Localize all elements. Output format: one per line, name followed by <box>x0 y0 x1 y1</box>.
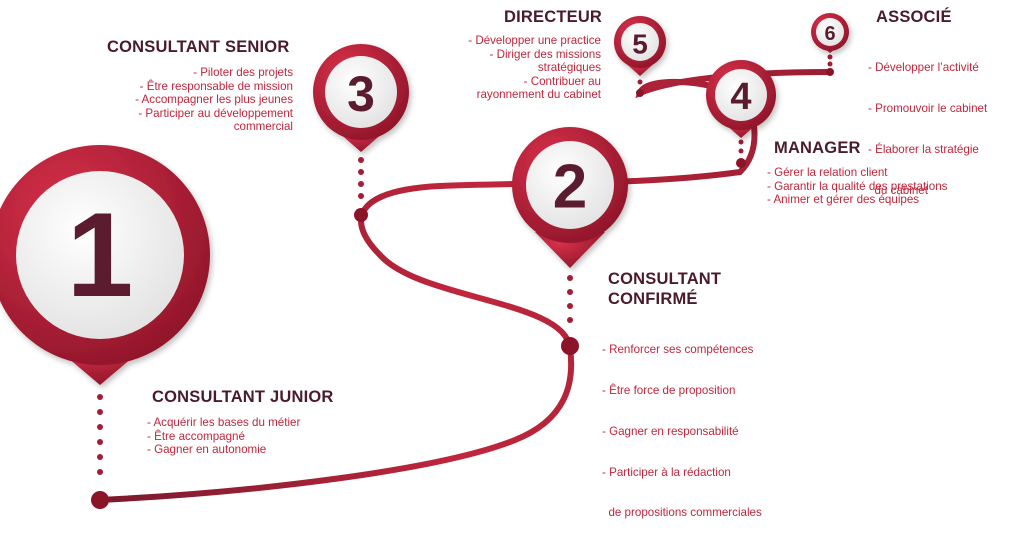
step-5-list: - Développer une practice - Diriger des … <box>468 34 601 102</box>
step-4-list: - Gérer la relation client - Garantir la… <box>767 166 947 207</box>
node-step-4 <box>736 158 746 168</box>
step-3-item: - Accompagner les plus jeunes <box>135 93 293 107</box>
step-5-item: - Contribuer au <box>523 74 601 88</box>
step-2-number: 2 <box>553 153 587 222</box>
pin-step-4: 4 <box>706 60 776 138</box>
node-step-6 <box>826 68 834 76</box>
step-5-title: DIRECTEUR <box>504 8 603 26</box>
step-5-item: rayonnement du cabinet <box>476 88 601 102</box>
step-2-title-line: CONFIRMÉ <box>608 290 698 308</box>
step-5-item: - Diriger des missions <box>489 47 601 61</box>
step-6-item: - Promouvoir le cabinet <box>868 101 988 115</box>
step-2-item: de propositions commerciales <box>602 506 762 520</box>
pin-step-1: 1 <box>0 145 210 385</box>
node-step-3 <box>354 208 368 222</box>
step-1-item: - Être accompagné <box>147 429 245 443</box>
step-4-item: - Garantir la qualité des prestations <box>767 179 948 193</box>
step-2-title-line: CONSULTANT <box>608 270 722 288</box>
step-2-item: - Gagner en responsabilité <box>602 424 739 438</box>
pin-step-2: 2 <box>512 127 628 268</box>
step-6-item: - Développer l’activité <box>868 61 979 75</box>
node-step-2 <box>561 337 579 355</box>
step-3-list: - Piloter des projets - Être responsable… <box>135 66 293 134</box>
step-5-number: 5 <box>632 29 648 60</box>
node-step-1 <box>91 491 109 509</box>
pin-step-6: 6 <box>811 13 849 53</box>
pin-step-5: 5 <box>614 16 666 76</box>
road-nodes <box>91 68 834 509</box>
step-2-item: - Être force de proposition <box>602 383 736 397</box>
step-1-number: 1 <box>67 188 134 322</box>
step-3-title: CONSULTANT SENIOR <box>107 38 290 56</box>
step-2-list: - Renforcer ses compétences - Être force… <box>602 316 762 534</box>
step-6-item: du cabinet <box>868 183 928 197</box>
step-1-item: - Gagner en autonomie <box>147 443 267 457</box>
step-1-item: - Acquérir les bases du métier <box>147 416 301 429</box>
step-6-number: 6 <box>824 23 835 45</box>
step-3-item: - Participer au développement <box>138 106 293 120</box>
career-road <box>97 69 833 503</box>
step-6-title: ASSOCIÉ <box>876 8 952 26</box>
step-3-item: - Piloter des projets <box>193 66 293 79</box>
node-step-5 <box>636 89 644 97</box>
step-3-item: commercial <box>233 120 293 134</box>
step-4-number: 4 <box>730 76 751 118</box>
step-4-item: - Animer et gérer des équipes <box>767 193 920 207</box>
step-4-item: - Gérer la relation client <box>767 166 888 179</box>
step-2-title: CONSULTANT CONFIRMÉ <box>608 269 721 309</box>
step-6-item: - Élaborer la stratégie <box>868 142 979 156</box>
step-3-item: - Être responsable de mission <box>139 79 293 93</box>
career-path-diagram: 1 2 3 4 5 6 <box>0 13 849 509</box>
step-5-item: - Développer une practice <box>468 34 601 47</box>
step-1-list: - Acquérir les bases du métier - Être ac… <box>147 416 300 457</box>
step-6-list: - Développer l’activité - Promouvoir le … <box>868 34 987 211</box>
step-3-number: 3 <box>347 66 375 122</box>
step-5-item: stratégiques <box>537 61 601 75</box>
step-2-item: - Participer à la rédaction <box>602 465 731 479</box>
step-1-title: CONSULTANT JUNIOR <box>152 388 334 406</box>
step-4-title: MANAGER <box>774 139 861 157</box>
pin-step-3: 3 <box>313 44 409 152</box>
connector-dots <box>97 54 833 475</box>
step-2-item: - Renforcer ses compétences <box>602 343 754 357</box>
